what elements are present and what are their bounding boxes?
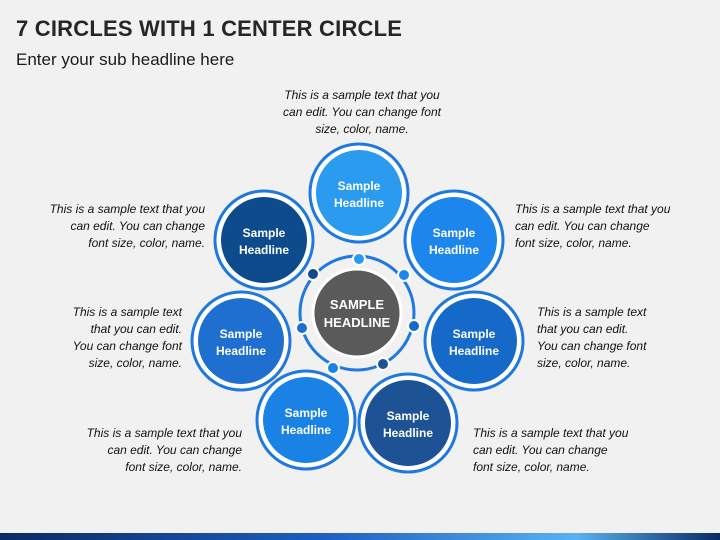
- description-line: You can change font: [72, 339, 182, 353]
- node-label-line1: Sample: [338, 179, 381, 193]
- description-line: that you can edit.: [537, 322, 629, 336]
- description-line: This is a sample text that you: [515, 202, 671, 216]
- node-circle-right: [431, 298, 517, 384]
- connector-dot-top: [352, 252, 366, 266]
- node-label-line1: Sample: [220, 327, 263, 341]
- description-line: This is a sample text: [537, 305, 647, 319]
- description-line: font size, color, name.: [125, 460, 242, 474]
- page-subtitle: Enter your sub headline here: [16, 50, 235, 69]
- bottom-accent-bar: [0, 533, 720, 540]
- description-lower-left: This is a sample text that you can edit. …: [60, 425, 242, 476]
- description-line: font size, color, name.: [515, 236, 632, 250]
- description-line: size, color, name.: [537, 356, 631, 370]
- description-line: This is a sample text that you: [49, 202, 205, 216]
- connector-dot-lower-right: [376, 357, 390, 371]
- node-label-line1: Sample: [387, 409, 430, 423]
- node-circle-upper-left: [221, 197, 307, 283]
- node-label-line2: Headline: [429, 243, 479, 257]
- center-label-line1: SAMPLE: [330, 297, 385, 312]
- description-line: size, color, name.: [88, 356, 182, 370]
- description-line: font size, color, name.: [88, 236, 205, 250]
- description-top: This is a sample text that you can edit. …: [282, 87, 442, 138]
- description-line: that you can edit.: [90, 322, 182, 336]
- description-left: This is a sample text that you can edit. Y…: [40, 304, 182, 372]
- node-circle-lower-right: [365, 380, 451, 466]
- connector-dot-lower-left: [326, 361, 340, 375]
- node-label-line1: Sample: [243, 226, 286, 240]
- node-label-line2: Headline: [216, 344, 266, 358]
- node-label-line2: Headline: [281, 423, 331, 437]
- description-upper-left: This is a sample text that you can edit. …: [20, 201, 205, 252]
- description-line: can edit. You can change: [70, 219, 205, 233]
- connector-dot-upper-right: [397, 268, 411, 282]
- node-label-line1: Sample: [453, 327, 496, 341]
- connector-dot-upper-left: [306, 267, 320, 281]
- connector-dot-right: [407, 319, 421, 333]
- node-circle-left: [198, 298, 284, 384]
- center-label-line2: HEADLINE: [324, 315, 391, 330]
- node-label-line1: Sample: [433, 226, 476, 240]
- description-line: This is a sample text that you: [284, 88, 440, 102]
- description-line: can edit. You can change font: [283, 105, 441, 119]
- center-circle: [311, 267, 403, 359]
- node-circle-lower-left: [263, 377, 349, 463]
- node-label-line2: Headline: [239, 243, 289, 257]
- description-lower-right: This is a sample text that you can edit. …: [473, 425, 653, 476]
- description-line: can edit. You can change: [515, 219, 650, 233]
- node-label-line2: Headline: [449, 344, 499, 358]
- description-line: You can change font: [537, 339, 647, 353]
- description-line: size, color, name.: [315, 122, 409, 136]
- node-label-line1: Sample: [285, 406, 328, 420]
- page-title: 7 CIRCLES WITH 1 CENTER CIRCLE: [16, 16, 403, 41]
- node-label-line2: Headline: [383, 426, 433, 440]
- node-circle-upper-right: [411, 197, 497, 283]
- node-label-line2: Headline: [334, 196, 384, 210]
- description-right: This is a sample text that you can edit. Y…: [537, 304, 697, 372]
- description-line: This is a sample text that you: [473, 426, 629, 440]
- description-line: This is a sample text: [72, 305, 182, 319]
- node-circle-top: [316, 150, 402, 236]
- description-line: can edit. You can change: [107, 443, 242, 457]
- description-line: This is a sample text that you: [86, 426, 242, 440]
- description-upper-right: This is a sample text that you can edit. …: [515, 201, 695, 252]
- description-line: font size, color, name.: [473, 460, 590, 474]
- description-line: can edit. You can change: [473, 443, 608, 457]
- connector-dot-left: [295, 321, 309, 335]
